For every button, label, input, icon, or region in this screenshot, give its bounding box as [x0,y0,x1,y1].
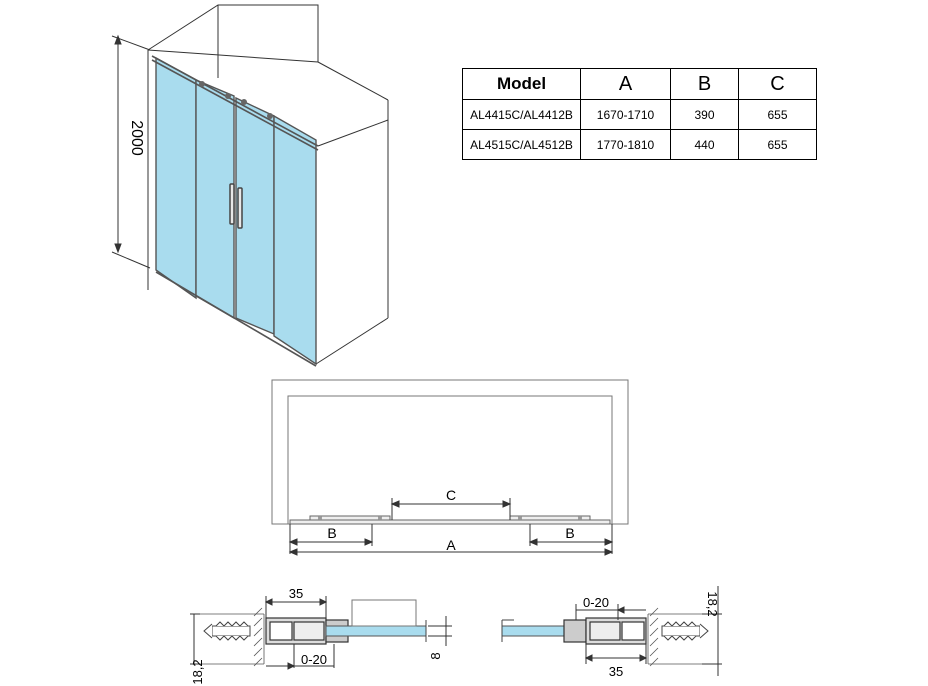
right-adjust-label: 0-20 [583,595,609,610]
front-view: C B B A [271,379,629,556]
door-handles [229,183,243,229]
cell-c: 655 [738,99,817,130]
table-header-row: Model A B C [462,68,817,100]
right-profile-detail: 0-20 35 18,2 [501,586,722,679]
dimension-a-label: A [446,537,456,553]
glass-panel-4 [273,114,317,366]
header-model: Model [462,68,581,100]
glass-pane [325,625,427,637]
cell-c: 655 [738,129,817,160]
header-b: B [670,68,739,100]
table-row: AL4415C/AL4412B 1670-1710 390 655 [462,99,817,130]
left-depth-label: 18,2 [190,659,205,684]
right-width-label: 35 [609,664,623,679]
perspective-view: 2000 [111,4,389,367]
glass-thickness-label: 8 [428,652,443,659]
header-c: C [738,68,817,100]
glass-panel-2 [195,78,235,320]
dimension-b-right-label: B [565,525,574,541]
dimension-c-label: C [446,487,456,503]
glass-panel-1 [155,56,197,300]
cell-a: 1670-1710 [580,99,671,130]
left-adjust-label: 0-20 [301,652,327,667]
left-profile-detail: 35 0-20 8 18,2 [190,586,452,685]
cell-b: 440 [670,129,739,160]
bottom-rail [155,271,317,367]
room-outline [147,4,319,62]
table-row: AL4515C/AL4512B 1770-1810 440 655 [462,129,817,160]
bottom-track [289,519,611,525]
height-dimension-label: 2000 [128,120,145,156]
dimension-b-left-label: B [327,525,336,541]
cell-model: AL4515C/AL4512B [462,129,581,160]
cell-a: 1770-1810 [580,129,671,160]
header-a: A [580,68,671,100]
left-width-label: 35 [289,586,303,601]
cell-b: 390 [670,99,739,130]
right-depth-label: 18,2 [705,591,720,616]
wall-plug [211,625,251,637]
top-rail [151,55,319,147]
dimensions-table: Model A B C AL4415C/AL4412B 1670-1710 39… [462,68,817,160]
wall-plug [661,625,701,637]
cell-model: AL4415C/AL4412B [462,99,581,130]
